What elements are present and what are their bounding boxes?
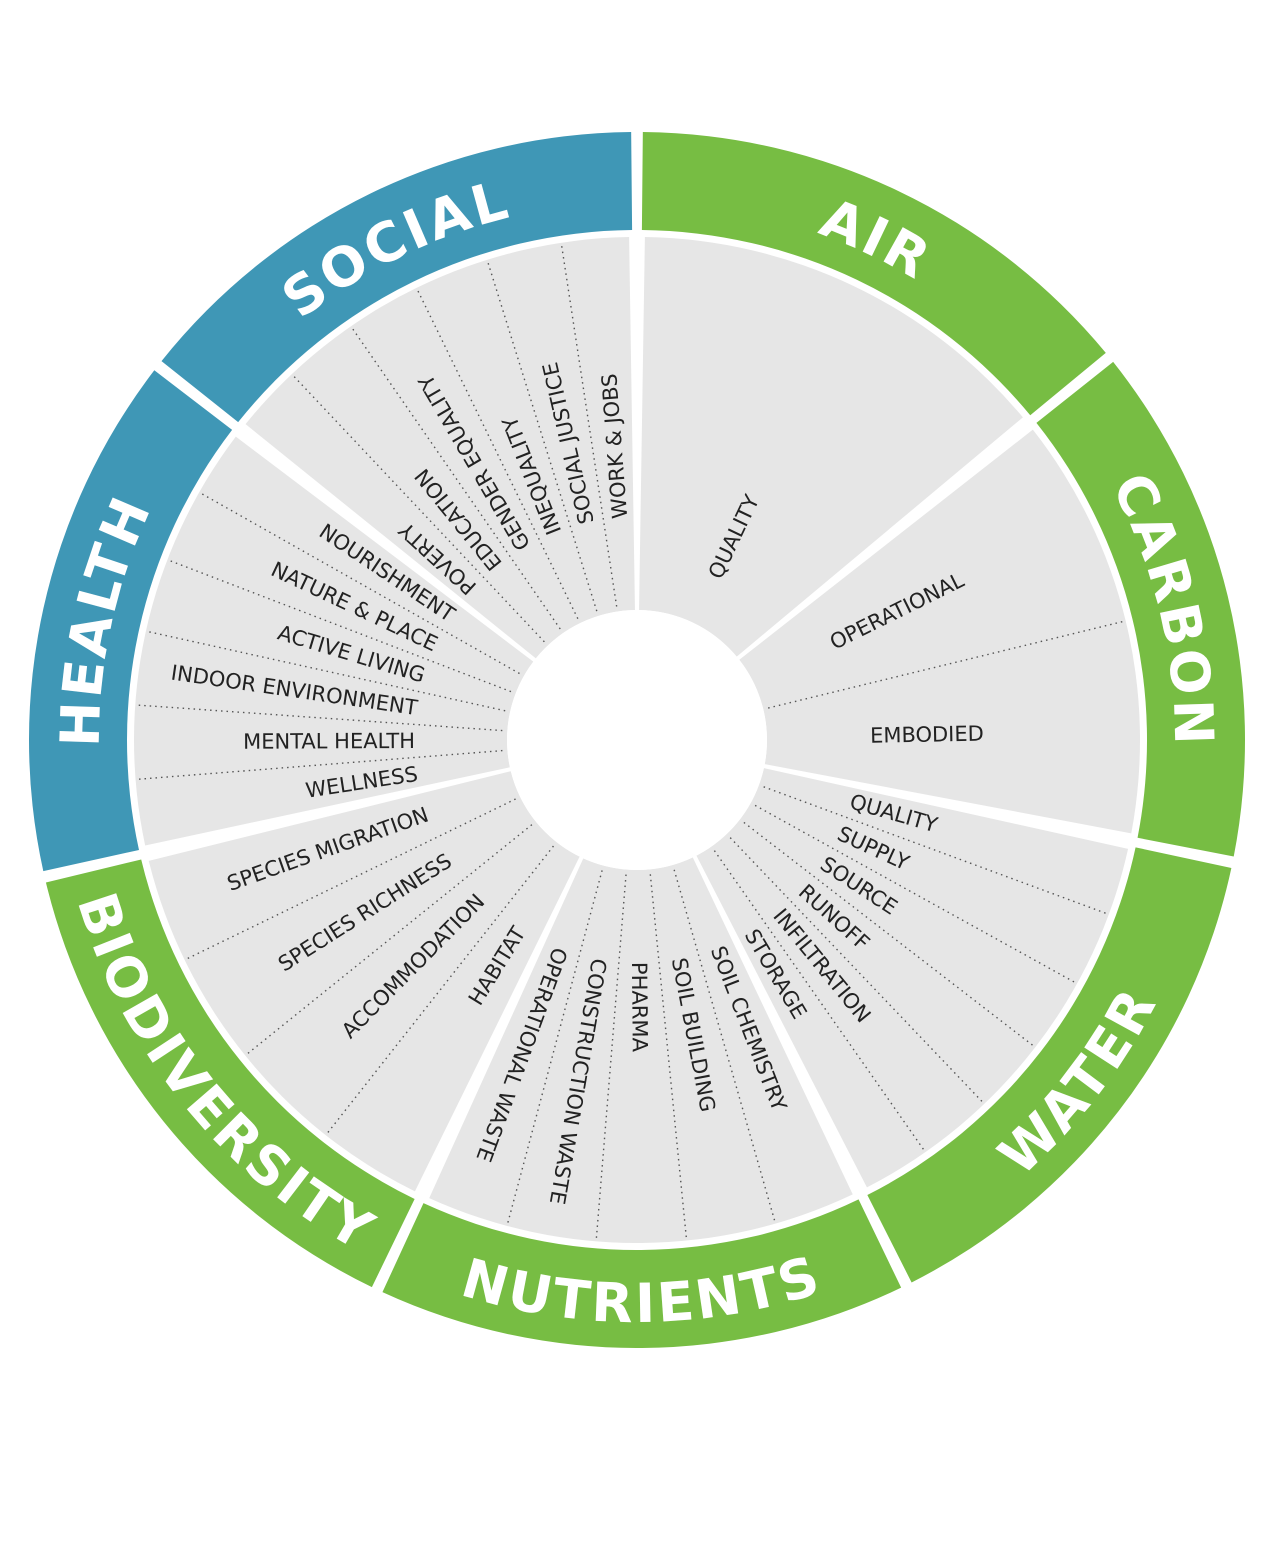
ring-segment-biodiversity[interactable] — [45, 859, 415, 1288]
item-divider — [729, 837, 985, 1105]
item-divider — [184, 798, 516, 961]
sector-social — [245, 237, 635, 659]
item-divider — [198, 491, 520, 675]
item-divider — [713, 850, 926, 1153]
ring-segment-nutrients[interactable] — [382, 1199, 902, 1348]
sector-health — [134, 436, 534, 846]
sector-carbon — [739, 429, 1140, 834]
item-divider — [167, 559, 512, 693]
item-label-carbon: EMBODIED — [870, 722, 984, 748]
item-divider — [145, 630, 506, 712]
center-hole — [507, 610, 767, 870]
item-divider — [673, 869, 777, 1224]
sector-air — [639, 237, 1023, 657]
sector-water — [696, 768, 1129, 1188]
ring-segment-air[interactable] — [641, 132, 1106, 416]
item-divider — [649, 874, 688, 1241]
item-divider — [506, 870, 603, 1227]
item-divider — [560, 242, 618, 607]
item-divider — [291, 373, 545, 643]
ring-segment-water[interactable] — [867, 847, 1232, 1283]
item-divider — [135, 704, 503, 732]
item-divider — [767, 620, 1126, 709]
item-divider — [415, 287, 579, 619]
sector-nutrients — [429, 857, 853, 1243]
item-divider — [135, 749, 503, 781]
ring-segment-health[interactable] — [29, 370, 233, 872]
sectors: QUALITYOPERATIONALEMBODIEDQUALITYSUPPLYS… — [134, 237, 1140, 1243]
item-divider — [763, 786, 1110, 916]
item-divider — [350, 325, 561, 630]
item-divider — [595, 874, 627, 1242]
item-divider — [486, 259, 598, 612]
item-divider — [244, 824, 533, 1057]
item-divider — [325, 845, 555, 1136]
ring-segment-carbon[interactable] — [1036, 361, 1245, 857]
item-label-nutrients: PHARMA — [627, 962, 652, 1053]
item-divider — [754, 804, 1078, 985]
ring-segment-social[interactable] — [161, 132, 633, 423]
category-ring: AIRCARBONWATERNUTRIENTSBIODIVERSITYHEALT… — [29, 132, 1245, 1348]
item-label-health: MENTAL HEALTH — [243, 729, 415, 754]
sector-biodiversity — [148, 771, 580, 1192]
item-divider — [743, 821, 1036, 1048]
